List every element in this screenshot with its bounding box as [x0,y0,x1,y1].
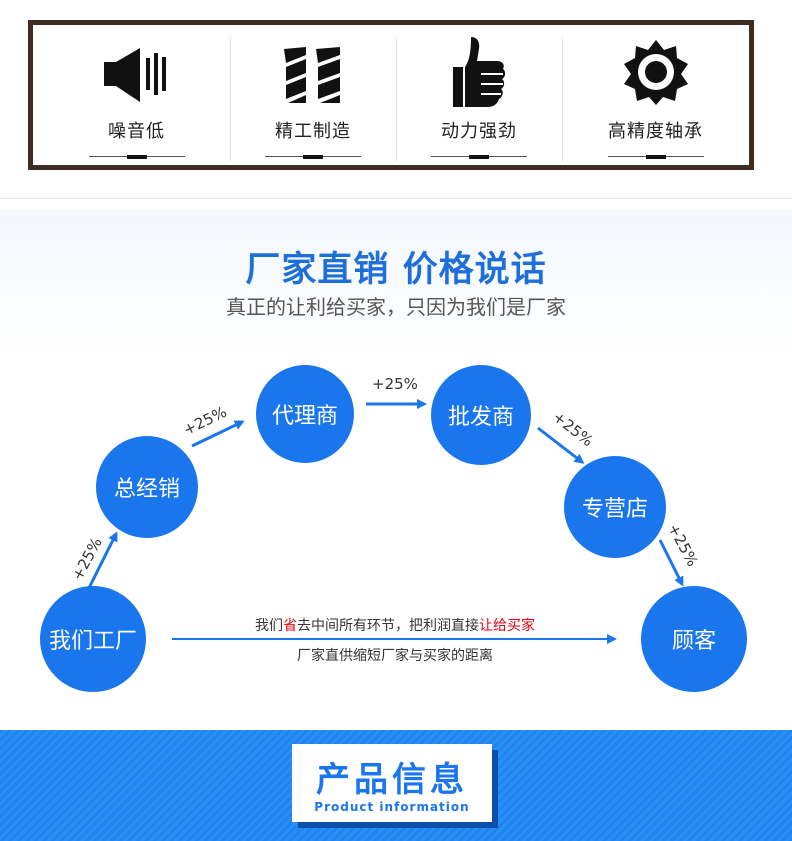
thumbs-up-icon [451,37,507,115]
arrow-distributor-to-agent [191,420,245,448]
feature-label: 精工制造 [275,121,351,142]
feature-label: 噪音低 [108,121,165,142]
subheadline: 真正的让利给买家，只因为我们是厂家 [226,295,566,319]
node-general-distributor: 总经销 [96,436,198,538]
feature-label: 动力强劲 [441,121,517,142]
feature-high-precision-bearing: 高精度轴承 [562,25,749,165]
node-specialty-store: 专营店 [564,456,666,558]
feature-precision-made: 精工制造 [230,25,396,165]
message-highlight: 省 [283,618,297,634]
divider [562,37,563,161]
feature-strong-power: 动力强劲 [396,25,562,165]
underline-rule [265,155,361,159]
underline-rule [88,155,185,159]
message-part: 去中间所有环节，把利润直接 [297,618,479,634]
banner-subtitle: Product information [314,800,470,814]
banner-title: 产品信息 [316,760,468,800]
twisted-pillar-icon [282,45,344,109]
underline-rule [431,155,527,159]
underline-rule [607,155,704,159]
direct-supply-message: 我们省去中间所有环节，把利润直接让给买家 [180,615,610,635]
gear-icon [623,40,689,109]
section-divider [0,198,792,199]
node-wholesaler: 批发商 [431,365,531,465]
markup-label: +25% [372,375,418,393]
background-band [0,210,792,360]
node-customer: 顾客 [641,586,747,692]
product-info-badge: 产品信息 Product information [292,744,492,822]
message-part: 我们 [255,618,283,634]
speaker-icon [102,45,172,109]
arrow-store-to-customer [658,539,684,587]
feature-bar: 噪音低 精工制造 [28,20,754,170]
arrow-factory-to-distributor [86,531,118,591]
feature-label: 高精度轴承 [608,121,703,142]
node-agent: 代理商 [256,365,354,463]
arrow-wholesaler-to-store [537,426,585,464]
feature-low-noise: 噪音低 [43,25,230,165]
headline: 厂家直销 价格说话 [245,250,547,290]
divider [230,37,231,161]
divider [396,37,397,161]
node-factory: 我们工厂 [40,586,146,692]
message-highlight: 让给买家 [479,618,535,634]
distance-message: 厂家直供缩短厂家与买家的距离 [297,648,493,664]
